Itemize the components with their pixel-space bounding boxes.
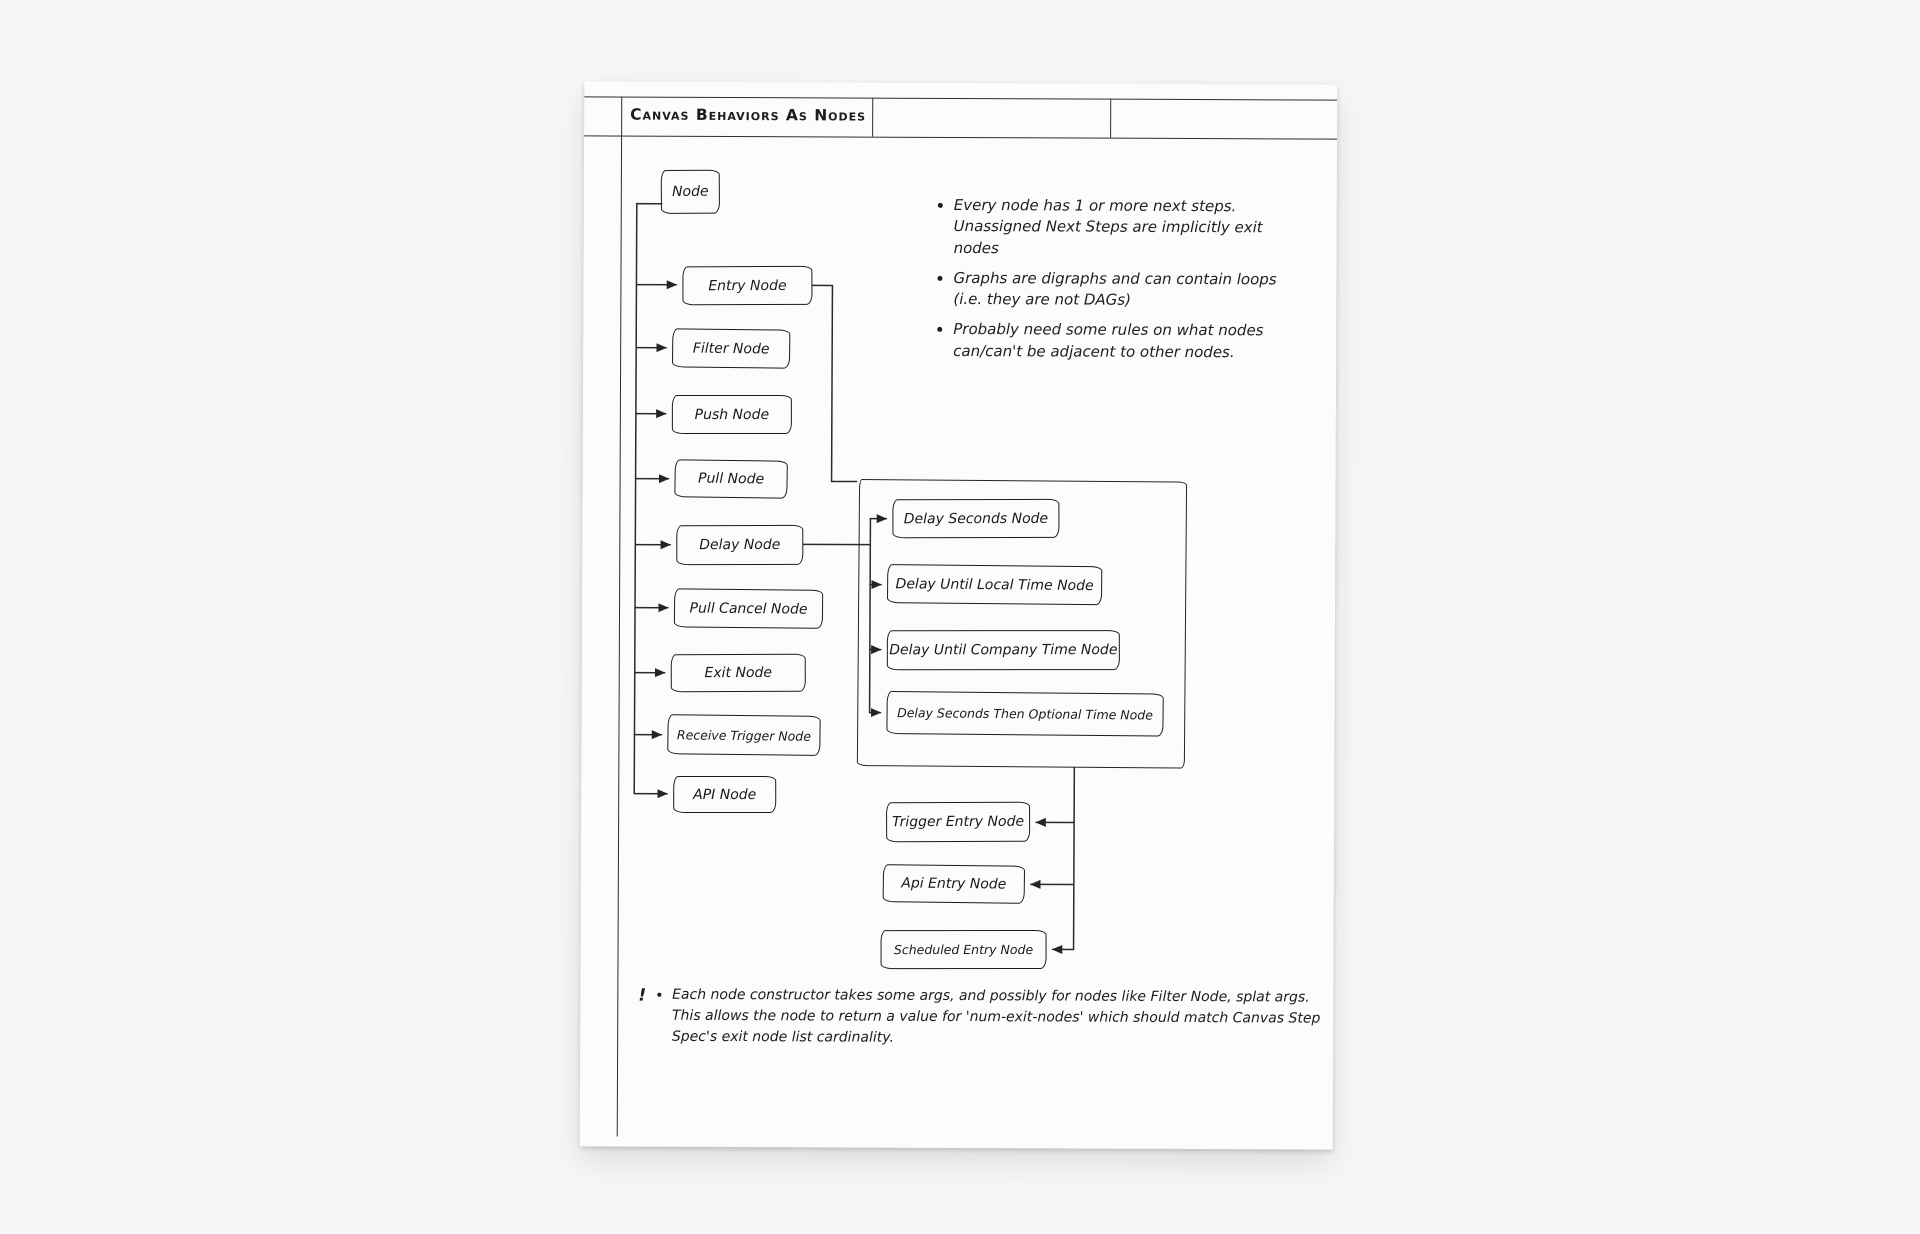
footnote: ! Each node constructor takes some args,…	[638, 985, 1337, 1051]
node-box-scheduled-entry: Scheduled Entry Node	[880, 929, 1047, 970]
node-box-entry: Entry Node	[682, 265, 813, 306]
node-box-push: Push Node	[671, 394, 792, 435]
node-box-pull-cancel: Pull Cancel Node	[673, 588, 824, 629]
node-box-receive-trigger: Receive Trigger Node	[667, 714, 821, 756]
node-box-delay-until-company: Delay Until Company Time Node	[886, 630, 1120, 671]
node-box-trigger-entry: Trigger Entry Node	[886, 801, 1031, 843]
node-box-api-entry: Api Entry Node	[882, 864, 1026, 904]
top-rule-line	[584, 96, 1338, 102]
left-margin-rule	[616, 96, 623, 1137]
node-box-exit: Exit Node	[670, 653, 806, 693]
node-box-delay: Delay Node	[676, 524, 804, 566]
note-bullet-adjacency-rules: Probably need some rules on what nodes c…	[953, 319, 1285, 363]
exclamation-mark: !	[638, 985, 647, 1006]
node-box-delay-until-local: Delay Until Local Time Node	[886, 564, 1103, 606]
header-separator-line	[584, 135, 1338, 141]
note-bullet-next-steps: Every node has 1 or more next steps. Una…	[954, 195, 1286, 260]
notebook-page: Canvas Behaviors As Nodes	[580, 81, 1338, 1149]
node-box-delay-seconds: Delay Seconds Node	[892, 498, 1060, 539]
node-box-root: Node	[660, 169, 720, 215]
paper-sheet: Canvas Behaviors As Nodes	[579, 81, 1338, 1150]
node-box-filter: Filter Node	[671, 328, 791, 369]
node-box-delay-seconds-optional: Delay Seconds Then Optional Time Node	[886, 690, 1164, 737]
header-divider-tick-2	[1110, 98, 1112, 138]
page-title: Canvas Behaviors As Nodes	[630, 105, 867, 125]
note-bullet-digraphs: Graphs are digraphs and can contain loop…	[953, 268, 1285, 312]
header-divider-tick-1	[872, 97, 874, 137]
node-box-pull: Pull Node	[674, 459, 788, 499]
footnote-text: Each node constructor takes some args, a…	[672, 985, 1337, 1051]
node-box-api: API Node	[673, 775, 777, 814]
notes-list: Every node has 1 or more next steps. Una…	[935, 195, 1286, 373]
